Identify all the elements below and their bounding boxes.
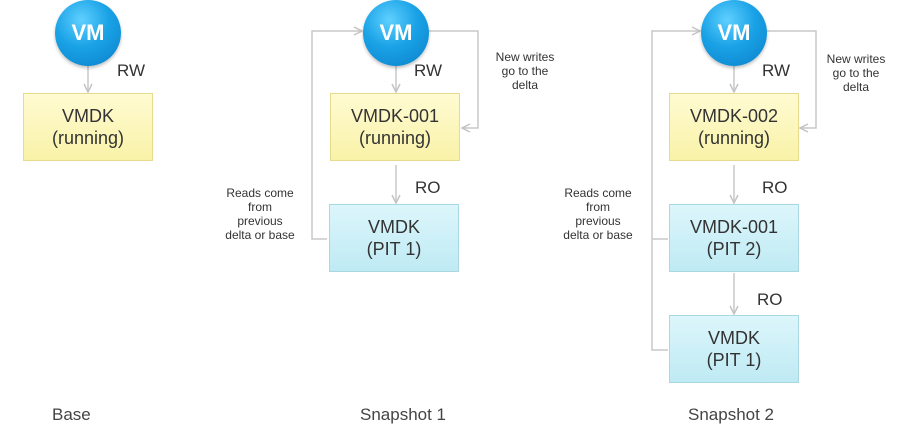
s2-caption: Snapshot 2 (688, 405, 775, 424)
s2-reads-note-line: from (586, 200, 610, 214)
s2-pit2-box: VMDK-001 (PIT 2) (669, 204, 799, 272)
s2-pit1-state: (PIT 1) (706, 350, 762, 370)
s2-pit2-state: (PIT 2) (706, 239, 762, 259)
s1-reads-note: Reads come from previous delta or base (210, 186, 310, 242)
s2-vm-label: VM (717, 20, 751, 45)
s1-ro-label: RO (415, 178, 441, 197)
s1-pit-state: (PIT 1) (366, 239, 422, 259)
s2-delta-state: (running) (697, 128, 771, 148)
s1-reads-note-line: from (248, 200, 272, 214)
s2-pit1-box: VMDK (PIT 1) (669, 315, 799, 383)
base-vmdk-box: VMDK (running) (23, 93, 153, 161)
s1-reads-note-line: previous (237, 214, 283, 228)
s1-writes-note-line: delta (511, 78, 539, 92)
s1-reads-note-line: delta or base (225, 228, 295, 242)
s1-pit-box: VMDK (PIT 1) (329, 204, 459, 272)
s2-writes-loop (766, 30, 817, 128)
s2-reads-note-line: previous (575, 214, 621, 228)
s2-delta-name: VMDK-002 (689, 106, 779, 126)
s1-writes-note-line: go to the (501, 64, 549, 78)
s2-reads-note-line: delta or base (563, 228, 633, 242)
s2-writes-note: New writes go to the delta (813, 52, 899, 94)
s2-rw-label: RW (762, 61, 791, 80)
s1-writes-note-line: New writes (495, 50, 555, 64)
s1-writes-note: New writes go to the delta (475, 50, 575, 92)
s1-rw-label: RW (414, 61, 443, 80)
s1-reads-loop (311, 31, 362, 240)
s2-reads-note: Reads come from previous delta or base (548, 186, 648, 242)
s2-reads-note-line: Reads come (564, 186, 632, 200)
base-caption: Base (52, 405, 91, 424)
s1-delta-name: VMDK-001 (350, 106, 440, 126)
s2-pit2-name: VMDK-001 (689, 217, 779, 237)
base-rw-label: RW (117, 61, 146, 80)
s2-reads-loop (651, 31, 700, 351)
s1-vm-icon: VM (363, 0, 429, 66)
base-vm-icon: VM (55, 0, 121, 66)
s1-caption: Snapshot 1 (360, 405, 447, 424)
s2-writes-note-line: New writes (826, 52, 886, 66)
s2-writes-note-line: go to the (832, 66, 880, 80)
s1-pit-name: VMDK (367, 217, 420, 237)
s2-pit1-name: VMDK (707, 328, 760, 348)
s2-writes-note-line: delta (842, 80, 870, 94)
s2-vm-icon: VM (701, 0, 767, 66)
base-vm-label: VM (71, 20, 105, 45)
base-vmdk-name: VMDK (61, 106, 114, 126)
s1-delta-box: VMDK-001 (running) (330, 93, 460, 161)
s1-writes-loop (428, 30, 479, 128)
s2-ro-label-1: RO (762, 178, 788, 197)
s1-vm-label: VM (379, 20, 413, 45)
base-vmdk-state: (running) (51, 128, 125, 148)
s1-delta-state: (running) (358, 128, 432, 148)
s2-delta-box: VMDK-002 (running) (669, 93, 799, 161)
s2-ro-label-2: RO (757, 290, 783, 309)
s1-reads-note-line: Reads come (226, 186, 294, 200)
